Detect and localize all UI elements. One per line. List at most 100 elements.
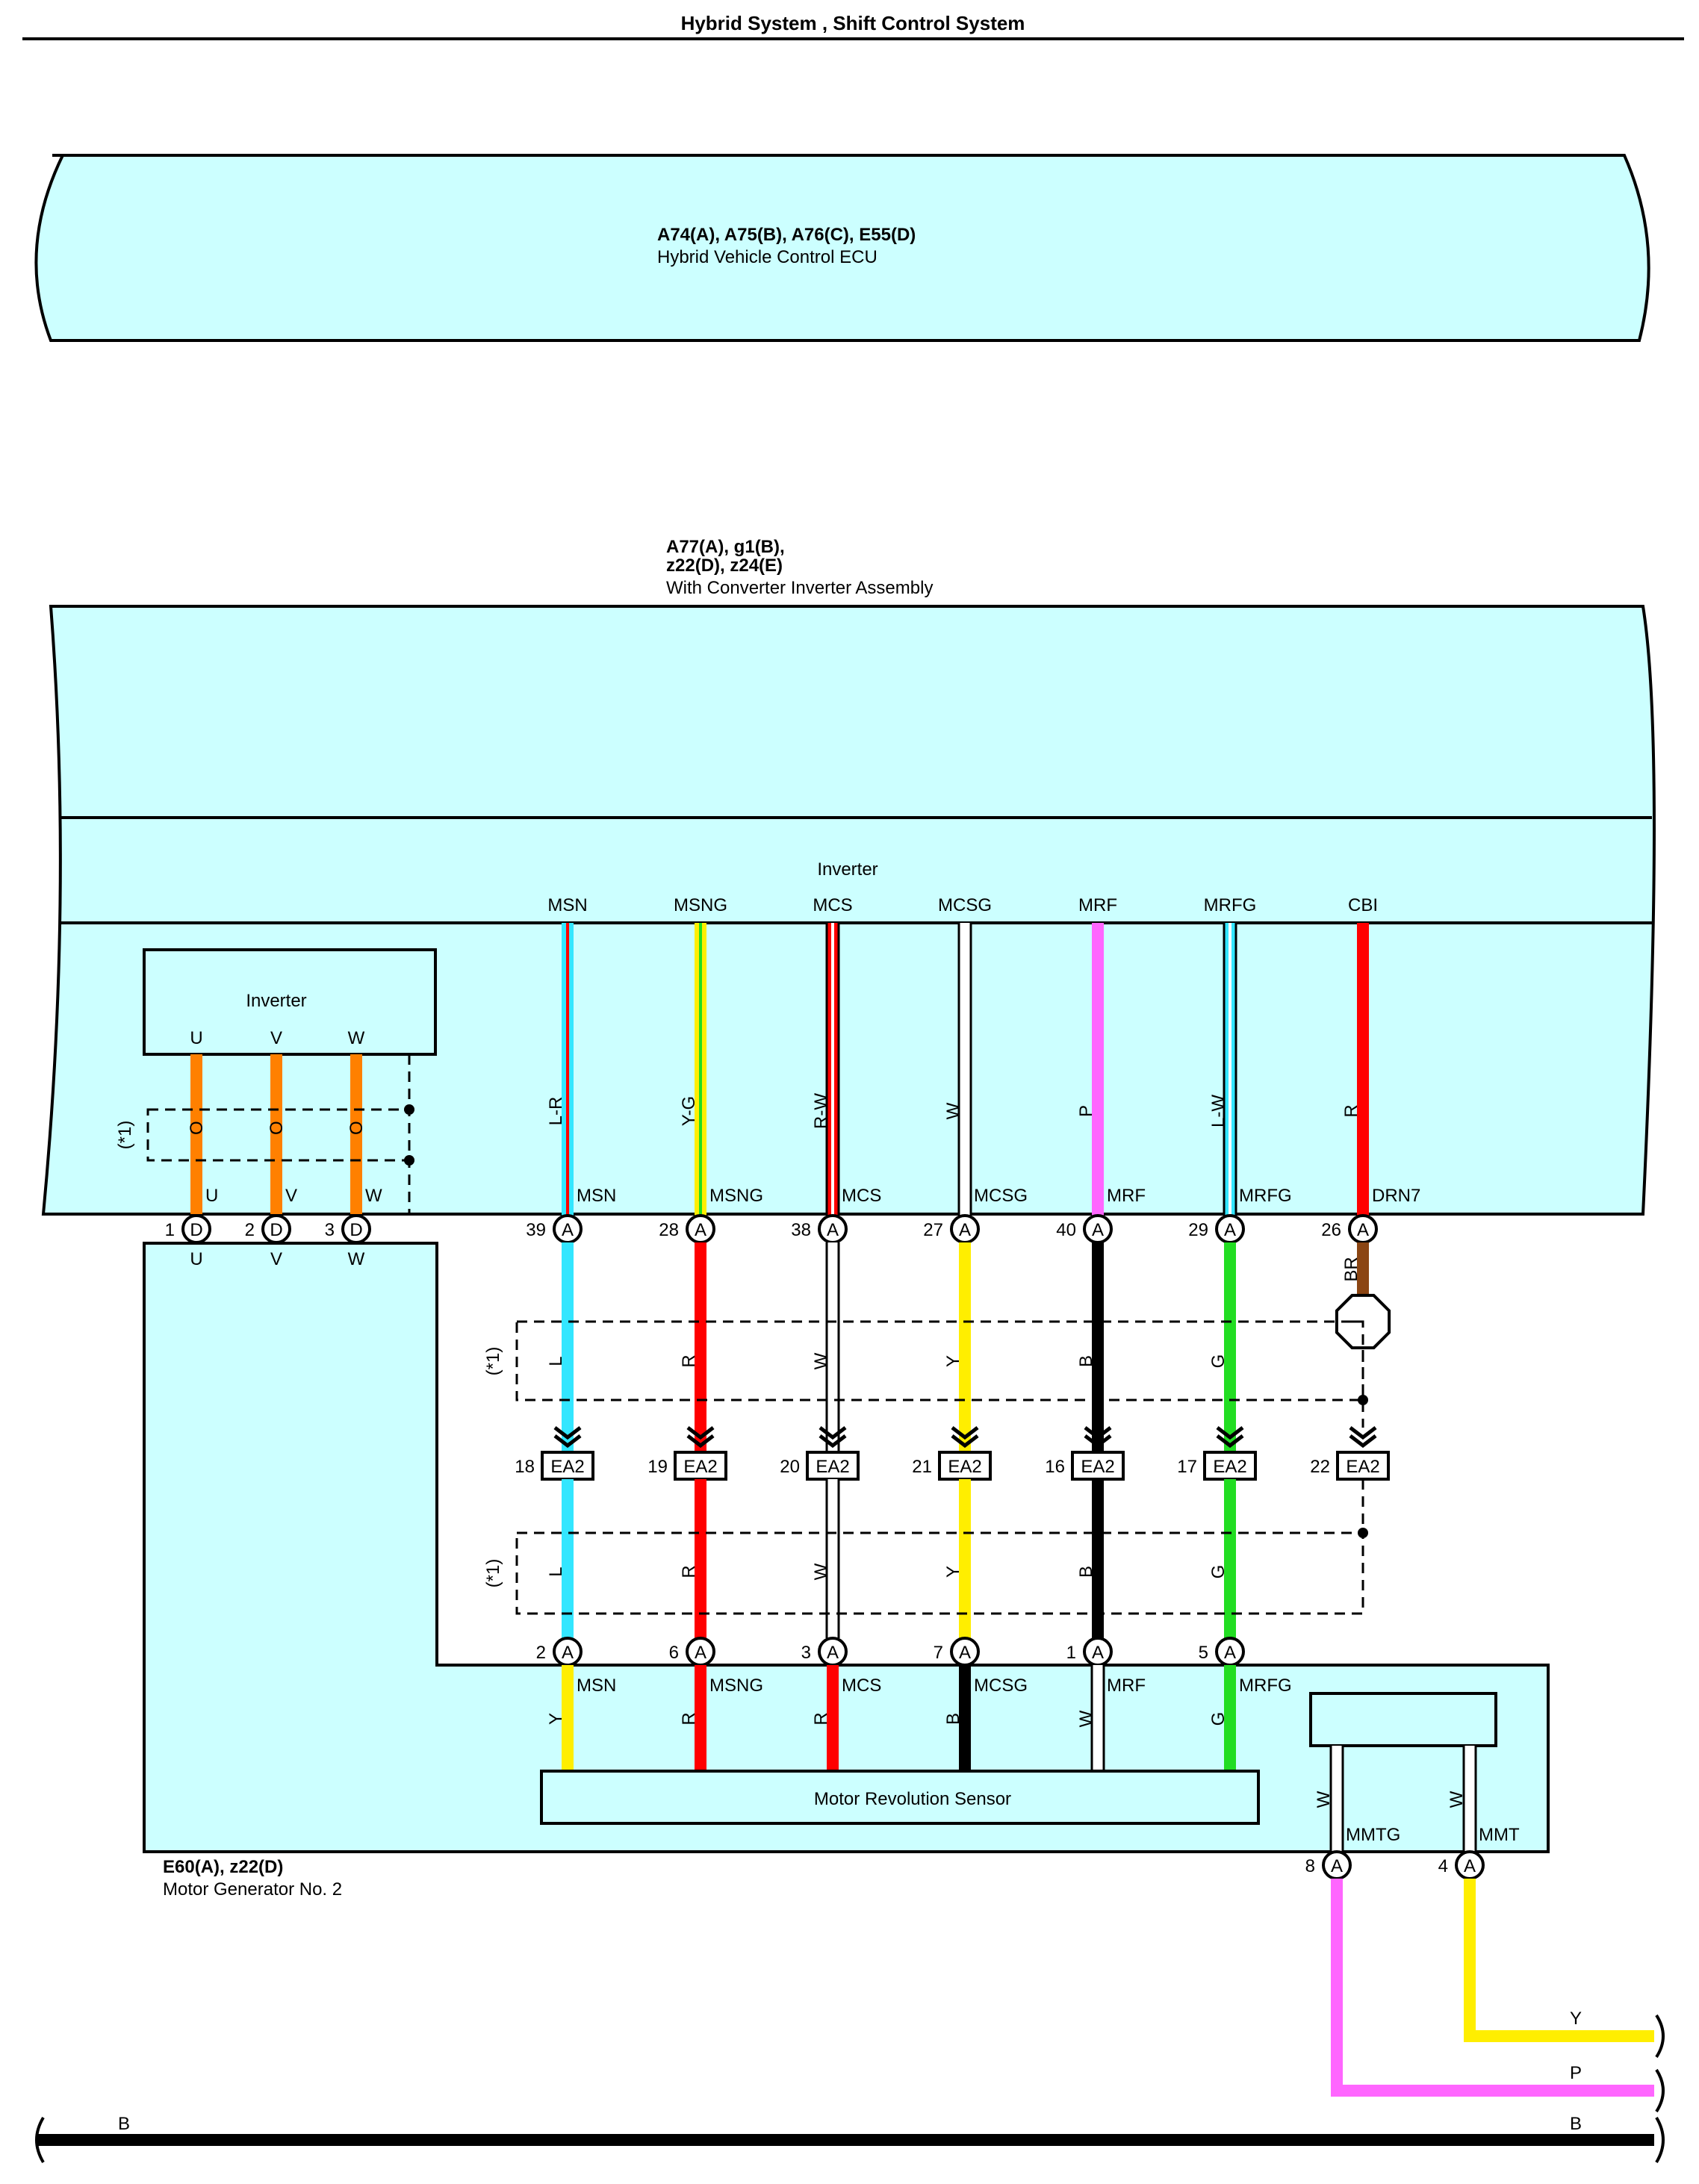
signal-MRFG-low-wire-fill xyxy=(1224,1479,1236,1638)
power-conn-U-pin: 1 xyxy=(165,1220,175,1240)
signal-MSN-mg-pin: 2 xyxy=(536,1643,546,1663)
signal-shield-dashed-lower xyxy=(515,1531,1364,1615)
shield-ea2-pin: 22 xyxy=(1310,1457,1330,1477)
signal-MRFG-mid-code-2: G xyxy=(1208,1565,1229,1579)
thermistor-MMTG-conn-letter: A xyxy=(1331,1856,1343,1876)
signal-MSN-mg-term: MSN xyxy=(577,1676,616,1696)
signal-MRFG-inv-pin: 29 xyxy=(1188,1220,1208,1240)
signal-MCS-ea2-chevron-0 xyxy=(819,1426,847,1440)
ground-wire-code-left: B xyxy=(118,2114,130,2134)
signal-MSN-inv-conn-letter: A xyxy=(562,1220,574,1240)
inverter-assembly-connectors-2: z22(D), z24(E) xyxy=(666,556,783,576)
signal-MCS-mg-code: R xyxy=(811,1712,831,1725)
signal-MCS-top-label: MCS xyxy=(813,895,852,915)
power-wire-W xyxy=(350,1054,362,1214)
signal-MRFG-inv-wire-stripe xyxy=(1229,923,1231,1216)
signal-MRFG-mg-wire xyxy=(1224,1665,1236,1771)
signal-MRF-mid-wire xyxy=(1092,1242,1104,1452)
power-conn-V-letter: D xyxy=(270,1220,282,1240)
signal-MCS-mg-wire-fill xyxy=(827,1665,839,1771)
power-wire-code-W: O xyxy=(347,1121,367,1135)
motor-generator-connectors: E60(A), z22(D) xyxy=(163,1857,283,1877)
power-wire-W-fill xyxy=(350,1054,362,1214)
signal-MRFG-ea2-chevron-0 xyxy=(1216,1426,1244,1440)
signal-MRFG-ea2-label: EA2 xyxy=(1213,1457,1246,1477)
signal-MCSG-inv-wire xyxy=(957,923,972,1216)
signal-MRF-inv-pin: 40 xyxy=(1056,1220,1076,1240)
inverter-assembly-block xyxy=(41,605,1656,1216)
signal-MRF-mid-wire-fill xyxy=(1092,1242,1104,1452)
thermistor-MMTG-out-wire xyxy=(1331,1879,1654,2097)
signal-shield-note-upper: (*1) xyxy=(483,1347,503,1376)
signal-MSN-mid-wire-fill xyxy=(562,1242,574,1452)
signal-MCSG-mg-code: B xyxy=(943,1713,963,1725)
thermistor-MMT-code: W xyxy=(1447,1791,1467,1808)
signal-MSNG-low-wire-fill xyxy=(695,1479,706,1638)
signal-MCS-mid-wire xyxy=(825,1242,840,1452)
signal-MCS-inv-wire xyxy=(825,923,840,1216)
power-wire-term-U: U xyxy=(205,1186,218,1206)
thermistor-MMTG-out-break xyxy=(1655,2068,1665,2113)
inner-inverter-phase-U: U xyxy=(190,1028,202,1048)
signal-MCSG-low-wire-fill xyxy=(959,1479,971,1638)
signal-MSNG-mg-pin: 6 xyxy=(669,1643,679,1663)
signal-MRF-ea2-label: EA2 xyxy=(1081,1457,1114,1477)
signal-MCS-inv-pin: 38 xyxy=(791,1220,811,1240)
signal-MCS-mg-conn-letter: A xyxy=(827,1643,839,1663)
signal-MCS-inv-term: MCS xyxy=(842,1186,881,1206)
inner-inverter-name: Inverter xyxy=(246,991,306,1011)
signal-MSNG-ea2-pin: 19 xyxy=(647,1457,668,1477)
thermistor-MMT-out-code: Y xyxy=(1570,2009,1582,2029)
signal-MSN-mid-wire xyxy=(562,1242,574,1452)
signal-MRFG-inv-wire xyxy=(1223,923,1237,1216)
power-shield-node-2 xyxy=(404,1155,414,1166)
signal-MRF-ea2-chevron-0 xyxy=(1084,1426,1112,1440)
signal-MCSG-mg-wire-fill xyxy=(959,1665,971,1771)
signal-MRFG-ea2-pin: 17 xyxy=(1177,1457,1197,1477)
shield-top-label: CBI xyxy=(1348,895,1378,915)
signal-MCSG-mg-pin: 7 xyxy=(934,1643,943,1663)
power-wire-U-fill xyxy=(190,1054,202,1214)
signal-MSN-mg-conn-letter: A xyxy=(562,1643,574,1663)
signal-MRFG-inv-code: L-W xyxy=(1208,1095,1229,1127)
thermistor-MMT-pin: 4 xyxy=(1438,1856,1448,1876)
signal-MSN-inv-wire-stripe xyxy=(566,923,569,1216)
motor-revolution-sensor-name: Motor Revolution Sensor xyxy=(814,1789,1011,1809)
inverter-assembly-name: With Converter Inverter Assembly xyxy=(666,578,933,598)
thermistor-MMT-out-wire xyxy=(1464,1879,1654,2042)
signal-MCSG-low-wire xyxy=(959,1479,971,1638)
signal-MCS-mid-wire-fill xyxy=(827,1242,838,1452)
ground-wire-left-break xyxy=(35,2116,45,2164)
signal-MSN-mid-code-2: L xyxy=(546,1567,566,1576)
shield-br-code: BR xyxy=(1341,1257,1361,1281)
power-wire-term-W: W xyxy=(365,1186,382,1206)
signal-MRF-mg-term: MRF xyxy=(1107,1676,1146,1696)
thermistor-MMTG-pin: 8 xyxy=(1305,1856,1315,1876)
signal-MRF-inv-wire-fill xyxy=(1092,923,1104,1216)
signal-MSNG-mg-wire xyxy=(695,1665,706,1771)
motor-terminal-U: U xyxy=(190,1249,202,1269)
signal-MSNG-inv-conn-letter: A xyxy=(695,1220,706,1240)
shield-inv-term: DRN7 xyxy=(1372,1186,1420,1206)
signal-MCSG-ea2-chevron-1 xyxy=(951,1434,979,1449)
shield-inv-wire xyxy=(1357,923,1369,1216)
signal-MRF-mid-code-2: B xyxy=(1076,1566,1096,1578)
signal-MSNG-ea2-chevron-1 xyxy=(686,1434,715,1449)
signal-MRF-mg-wire xyxy=(1090,1665,1105,1771)
signal-MRF-mg-code: W xyxy=(1076,1710,1096,1727)
signal-MRFG-mg-pin: 5 xyxy=(1199,1643,1208,1663)
signal-MRF-inv-wire xyxy=(1092,923,1104,1216)
signal-MSN-inv-pin: 39 xyxy=(526,1220,546,1240)
signal-MCSG-ea2-label: EA2 xyxy=(948,1457,981,1477)
signal-MSN-ea2-pin: 18 xyxy=(515,1457,535,1477)
signal-MSN-low-wire-fill xyxy=(562,1479,574,1638)
signal-MSNG-inv-code: Y-G xyxy=(679,1096,699,1126)
page-title: Hybrid System , Shift Control System xyxy=(681,12,1025,34)
signal-MSN-ea2-label: EA2 xyxy=(550,1457,584,1477)
thermistor-MMT-term: MMT xyxy=(1479,1825,1520,1845)
signal-MCSG-inv-pin: 27 xyxy=(923,1220,943,1240)
signal-MSN-ea2-chevron-1 xyxy=(553,1434,582,1449)
signal-MCSG-mid-wire-fill xyxy=(959,1242,971,1452)
signal-MCSG-mid-code-2: Y xyxy=(943,1566,963,1578)
